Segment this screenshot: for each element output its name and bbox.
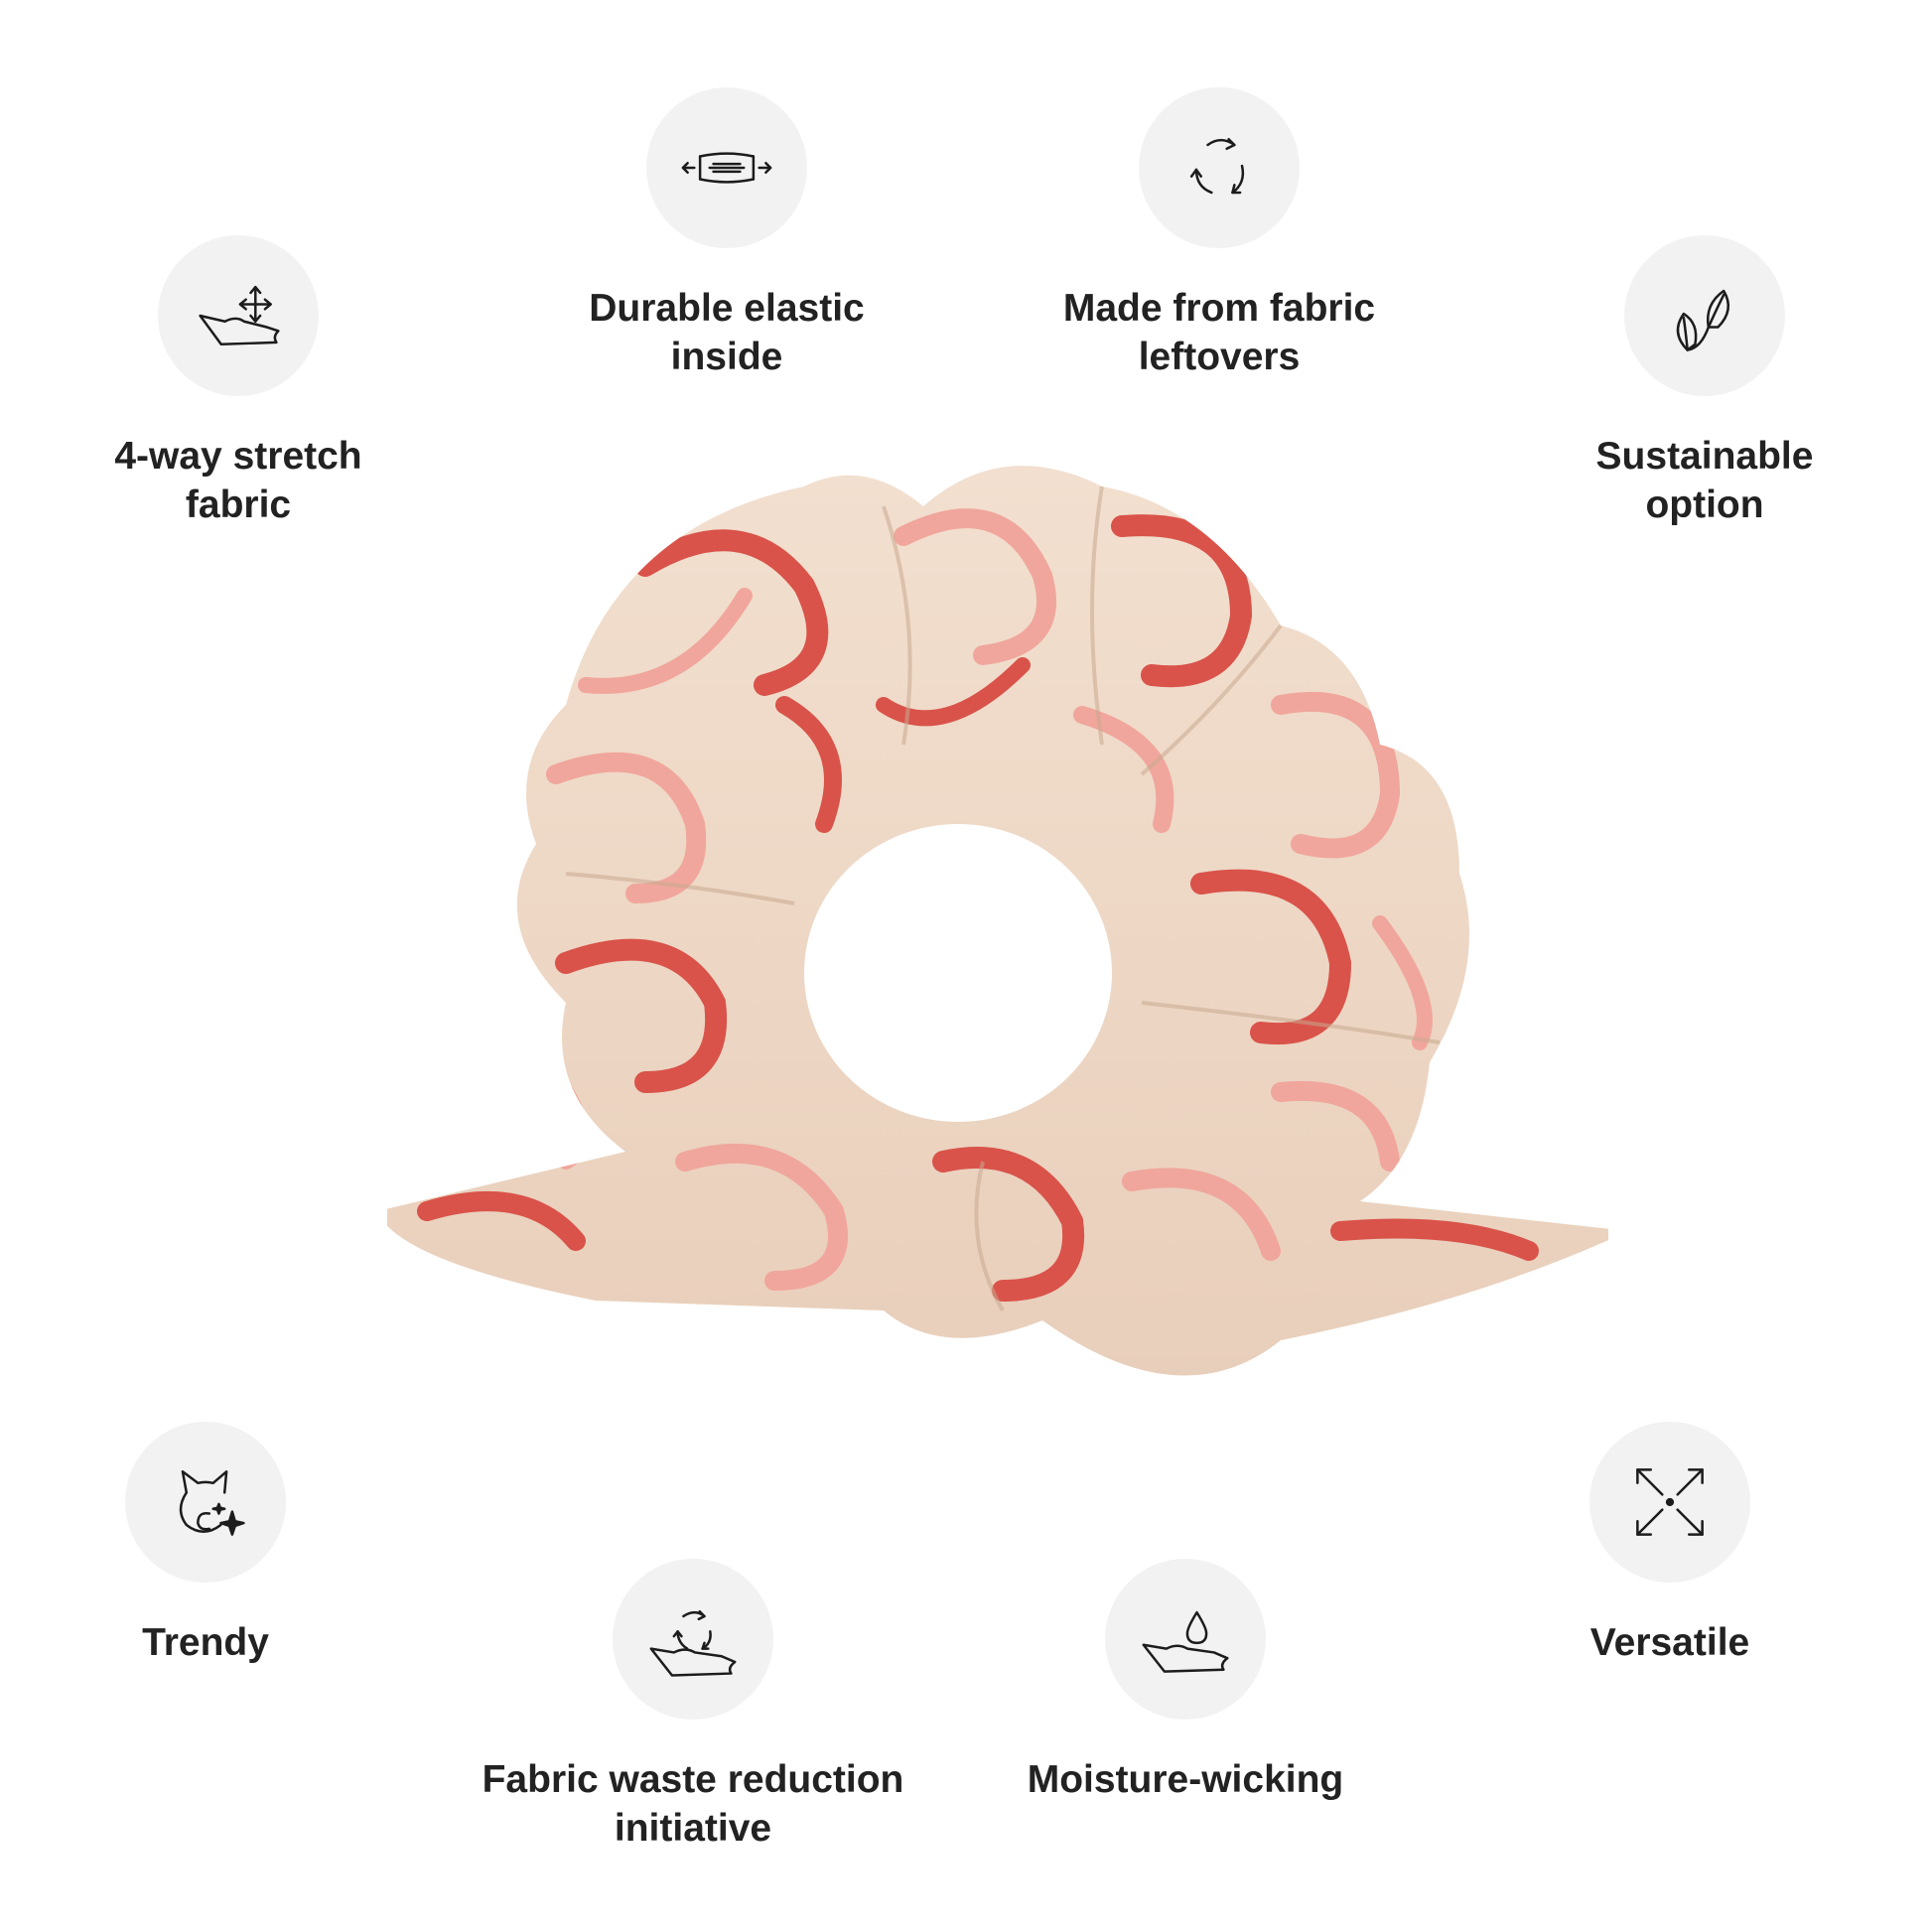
feature-sustainable: Sustainable option (1476, 235, 1932, 529)
icon-circle (125, 1422, 286, 1583)
feature-four-way-stretch: 4-way stretch fabric (10, 235, 467, 529)
elastic-icon (681, 152, 772, 184)
icon-circle (158, 235, 319, 396)
icon-circle (1139, 87, 1300, 248)
feature-trendy: Trendy (0, 1422, 434, 1667)
feature-label: 4-way stretch fabric (114, 435, 362, 526)
feature-label: Sustainable option (1595, 435, 1814, 526)
icon-circle (646, 87, 807, 248)
feature-fabric-leftovers: Made from fabric leftovers (991, 87, 1448, 381)
expand-arrows-icon (1636, 1468, 1704, 1536)
feature-durable-elastic: Durable elastic inside (498, 87, 955, 381)
feature-label: Versatile (1589, 1621, 1750, 1664)
fabric-recycle-icon (649, 1609, 737, 1677)
feature-label: Trendy (142, 1621, 269, 1664)
icon-circle (1624, 235, 1785, 396)
icon-circle (1105, 1559, 1266, 1720)
feature-label: Durable elastic inside (589, 287, 865, 378)
feature-moisture-wicking: Moisture-wicking (957, 1559, 1414, 1804)
feature-label: Fabric waste reduction initiative (482, 1758, 904, 1850)
leaves-icon (1676, 289, 1730, 351)
feature-label: Moisture-wicking (1027, 1758, 1344, 1801)
icon-circle (613, 1559, 773, 1720)
scrunchie-illustration (387, 466, 1608, 1376)
fabric-folds (565, 485, 1441, 1311)
water-drop-fabric-icon (1142, 1610, 1229, 1673)
cat-sparkle-icon (179, 1470, 245, 1536)
icon-circle (1589, 1422, 1750, 1583)
recycle-arrows-icon (1189, 137, 1245, 195)
feature-fabric-waste: Fabric waste reduction initiative (465, 1559, 921, 1853)
feature-label: Made from fabric leftovers (1062, 287, 1376, 378)
feature-versatile: Versatile (1442, 1422, 1898, 1667)
four-way-stretch-icon (199, 285, 280, 346)
scrunchie-fabric (387, 466, 1608, 1376)
